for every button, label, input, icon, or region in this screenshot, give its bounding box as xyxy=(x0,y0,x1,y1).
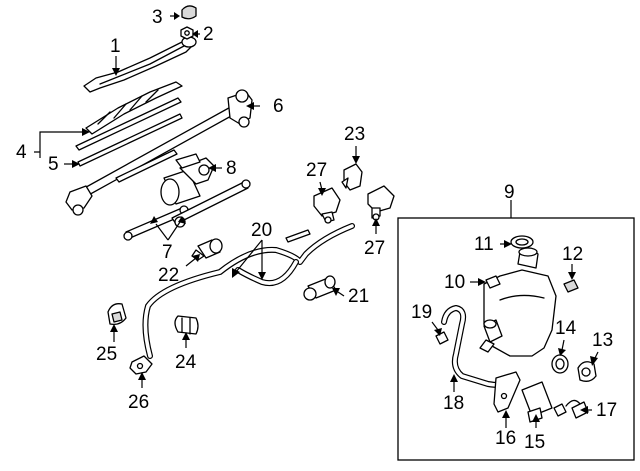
washer-nozzle-right xyxy=(367,185,395,221)
reservoir-pump xyxy=(479,319,503,353)
wiper-linkage xyxy=(65,89,253,216)
callout-18: 18 xyxy=(443,393,464,414)
callout-2: 2 xyxy=(203,24,214,45)
wiper-motor xyxy=(160,153,215,206)
callout-3: 3 xyxy=(152,7,163,28)
callout-20: 20 xyxy=(251,220,272,241)
callout-17: 17 xyxy=(596,400,617,421)
washer-nozzle-left xyxy=(313,187,341,224)
callout-23: 23 xyxy=(344,124,365,145)
callout-labels: 1 2 3 4 5 6 7 8 9 10 11 12 13 14 15 16 1… xyxy=(16,7,617,453)
module-15 xyxy=(521,381,553,423)
leader-lines xyxy=(34,12,599,428)
callout-13: 13 xyxy=(592,330,613,351)
arm-nut xyxy=(180,26,194,40)
filter-12 xyxy=(563,279,579,293)
arm-cap xyxy=(181,5,197,20)
clip-25 xyxy=(107,303,127,326)
callout-10: 10 xyxy=(444,272,465,293)
blade-insert xyxy=(77,113,183,167)
callout-12: 12 xyxy=(562,244,583,265)
callout-8: 8 xyxy=(226,158,237,179)
callout-15: 15 xyxy=(524,432,545,453)
pump-seal-14 xyxy=(551,354,569,374)
wiper-blade xyxy=(75,81,183,151)
callout-21: 21 xyxy=(348,286,369,307)
callout-6: 6 xyxy=(273,96,284,117)
level-sensor-13 xyxy=(577,361,597,382)
callout-19: 19 xyxy=(411,302,432,323)
washer-hose xyxy=(142,223,355,359)
grommet-24 xyxy=(174,315,199,335)
reservoir-cap xyxy=(510,235,534,249)
callout-5: 5 xyxy=(48,154,59,175)
callout-14: 14 xyxy=(555,318,577,339)
callout-25: 25 xyxy=(96,344,117,365)
callout-22: 22 xyxy=(158,265,179,286)
callout-4: 4 xyxy=(16,142,27,163)
callout-7: 7 xyxy=(162,242,173,263)
callout-11: 11 xyxy=(474,234,494,255)
check-valve xyxy=(303,275,337,301)
callout-9: 9 xyxy=(504,182,515,203)
callout-24: 24 xyxy=(175,352,197,373)
callout-26: 26 xyxy=(128,392,149,413)
callout-27-left: 27 xyxy=(306,160,327,181)
reservoir-hose-18 xyxy=(441,305,509,388)
reservoir-box xyxy=(397,200,635,461)
bracket-16 xyxy=(493,371,521,413)
callout-1: 1 xyxy=(110,36,121,57)
callout-27-right: 27 xyxy=(364,238,385,259)
callout-16: 16 xyxy=(495,428,516,449)
bracket-26 xyxy=(129,355,153,375)
nozzle-bracket-23 xyxy=(341,163,363,191)
